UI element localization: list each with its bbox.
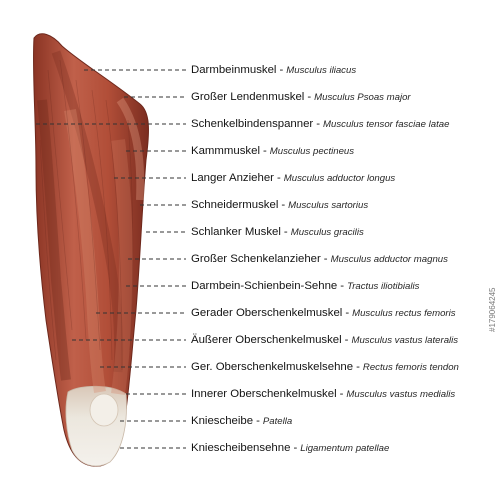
adductor-band [37,99,71,381]
vastus-lateralis-band [111,139,133,395]
label-pectineus: Kammmuskel-Musculus pectineus [191,145,355,157]
label-tensor-fasciae-latae: Schenkelbindenspanner-Musculus tensor fa… [191,118,450,130]
label-adductor-magnus: Großer Schenkelanzieher-Musculus adducto… [191,253,448,265]
label-tractus-iliotibialis: Darmbein-Schienbein-Sehne-Tractus ilioti… [191,280,420,292]
leader-lines [36,69,186,449]
patella-shape [89,393,119,427]
stock-id-watermark: #179064245 [488,287,497,333]
label-rectus-femoris-tendon: Ger. Oberschenkelmuskelsehne-Rectus femo… [191,361,459,373]
rectus-femoris-band [64,108,106,393]
label-psoas-major: Großer Lendenmuskel-Musculus Psoas major [191,91,411,103]
label-iliacus: Darmbeinmuskel-Musculus iliacus [191,64,357,76]
label-patella: Kniescheibe-Patella [191,415,293,427]
sartorius-band [51,50,124,373]
label-sartorius: Schneidermuskel-Musculus sartorius [191,199,369,211]
label-gracilis: Schlanker Muskel-Musculus gracilis [191,226,364,238]
label-ligamentum-patellae: Kniescheibensehne-Ligamentum patellae [191,442,390,454]
tensor-fasciae-band [116,97,145,201]
label-vastus-medialis: Innerer Oberschenkelmuskel-Musculus vast… [191,388,456,400]
label-vastus-lateralis: Äußerer Oberschenkelmuskel-Musculus vast… [191,334,459,346]
label-rectus-femoris: Gerader Oberschenkelmuskel-Musculus rect… [191,307,456,319]
label-adductor-longus: Langer Anzieher-Musculus adductor longus [191,172,396,184]
